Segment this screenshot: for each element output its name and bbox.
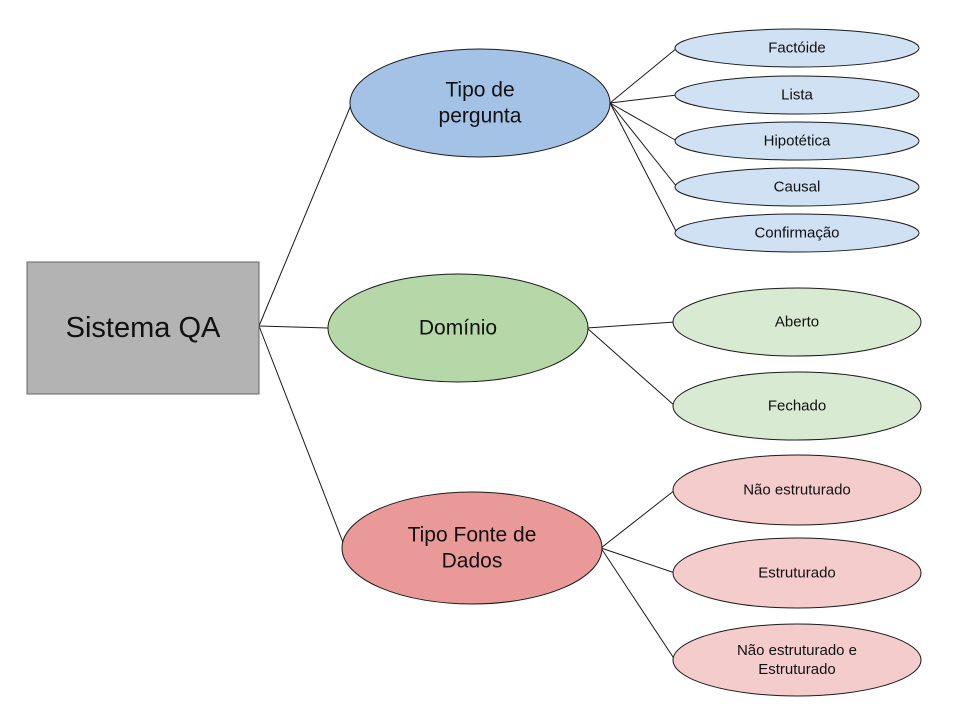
leaf-node: Lista — [674, 75, 920, 115]
leaf-node: Confirmação — [674, 213, 920, 253]
connector-lines — [258, 47, 678, 661]
category-node: Tipo de pergunta — [349, 48, 611, 158]
category-label: pergunta — [439, 105, 522, 128]
root-node: Sistema QA — [26, 261, 260, 395]
leaf-ellipse — [674, 167, 920, 207]
connector-line — [258, 325, 345, 546]
category-label: Dados — [442, 550, 503, 573]
leaf-label: Não estruturado — [743, 482, 851, 499]
leaf-ellipse — [674, 75, 920, 115]
category-label: Tipo de — [445, 78, 514, 101]
leaf-node: Não estruturado — [672, 454, 922, 526]
connector-line — [609, 102, 678, 142]
connector-line — [586, 327, 676, 407]
connector-line — [600, 547, 676, 574]
category-label: Tipo Fonte de — [408, 523, 537, 546]
leaf-label: Factóide — [768, 40, 826, 57]
leaf-node: Fechado — [672, 371, 922, 441]
diagram-nodes: Sistema QA Tipo de pergunta FactóideListaHi… — [26, 28, 922, 697]
category-node: Domínio — [327, 273, 589, 383]
leaf-label: Aberto — [775, 314, 819, 331]
category-ellipse — [327, 273, 589, 383]
leaf-label: Hipotética — [764, 133, 831, 150]
leaf-node: Factóide — [674, 28, 920, 68]
leaf-ellipse — [672, 371, 922, 441]
connector-line — [600, 547, 676, 661]
leaf-node: Hipotética — [674, 121, 920, 161]
leaf-ellipse — [672, 537, 922, 609]
connector-line — [258, 325, 329, 329]
leaf-label: Estruturado — [758, 661, 836, 678]
connector-line — [600, 489, 676, 549]
leaf-label: Fechado — [768, 398, 826, 415]
leaf-ellipse — [674, 28, 920, 68]
leaf-ellipse — [672, 454, 922, 526]
leaf-node: Não estruturado e Estruturado — [672, 623, 922, 697]
root-box — [26, 261, 260, 395]
connector-line — [258, 104, 352, 327]
connector-line — [609, 94, 678, 104]
leaf-node: Aberto — [672, 287, 922, 357]
root-label: Sistema QA — [66, 312, 221, 344]
leaf-node: Estruturado — [672, 537, 922, 609]
connector-line — [609, 102, 678, 188]
leaf-ellipse — [674, 121, 920, 161]
category-ellipse — [341, 491, 603, 605]
category-ellipse — [349, 48, 611, 158]
leaf-ellipse — [674, 213, 920, 253]
leaf-label: Causal — [774, 179, 821, 196]
leaf-label: Estruturado — [758, 565, 836, 582]
category-label: Domínio — [419, 317, 497, 340]
leaf-node: Causal — [674, 167, 920, 207]
leaf-ellipse — [672, 623, 922, 697]
connector-line — [586, 321, 676, 329]
leaf-label: Lista — [781, 87, 813, 104]
connector-line — [609, 102, 678, 234]
leaf-label: Não estruturado e — [737, 642, 857, 659]
leaf-label: Confirmação — [754, 225, 839, 242]
leaf-ellipse — [672, 287, 922, 357]
connector-line — [609, 47, 678, 104]
category-node: Tipo Fonte de Dados — [341, 491, 603, 605]
